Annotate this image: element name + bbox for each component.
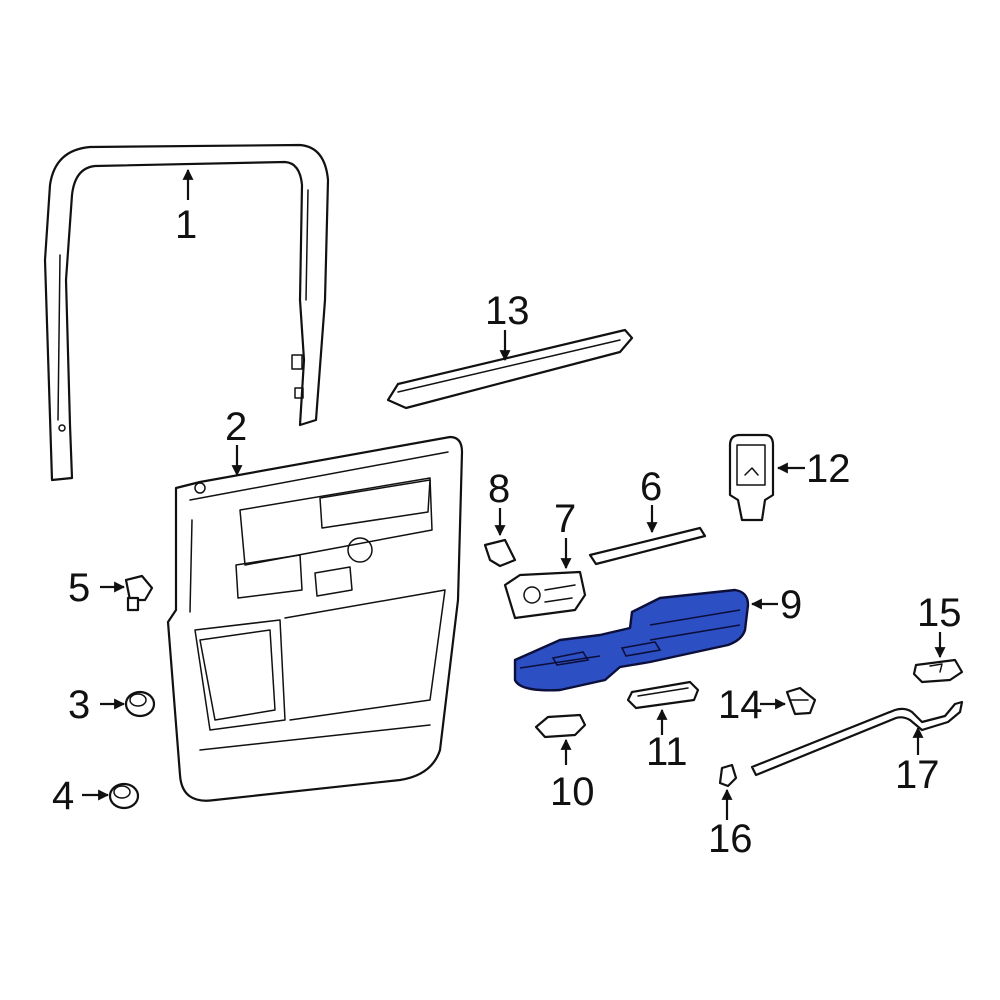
part-5-screw[interactable] (124, 574, 154, 612)
part-16-clip[interactable] (718, 763, 738, 788)
part-7-handle-bezel[interactable] (503, 570, 587, 620)
part-2-door-trim-panel[interactable] (166, 435, 464, 802)
part-8-cap[interactable] (483, 538, 517, 568)
callout-13: 13 (485, 289, 530, 333)
callout-4: 4 (52, 774, 74, 818)
part-1-door-frame-seal[interactable] (43, 143, 330, 482)
part-4-push-pin[interactable] (108, 782, 140, 810)
callout-15: 15 (917, 591, 962, 635)
callout-7: 7 (554, 497, 576, 541)
part-17-rod[interactable] (750, 700, 964, 777)
callout-3: 3 (68, 683, 90, 727)
part-11-bezel[interactable] (626, 680, 700, 710)
part-9-armrest[interactable] (513, 588, 750, 692)
part-12-window-switch[interactable] (728, 433, 775, 522)
callout-12: 12 (806, 447, 851, 491)
callout-17: 17 (895, 753, 940, 797)
callout-16: 16 (708, 817, 753, 861)
callout-2: 2 (225, 405, 247, 449)
part-13-belt-molding[interactable] (386, 328, 634, 410)
part-14-clip[interactable] (785, 686, 817, 716)
callout-6: 6 (640, 465, 662, 509)
callout-8: 8 (488, 467, 510, 511)
callout-14: 14 (718, 683, 763, 727)
callout-11: 11 (646, 730, 688, 774)
callout-10: 10 (550, 770, 595, 814)
callout-1: 1 (175, 203, 197, 247)
part-3-push-pin[interactable] (124, 690, 156, 718)
part-15-clip[interactable] (912, 658, 964, 684)
part-6-trim-strip[interactable] (588, 526, 707, 566)
callout-5: 5 (68, 566, 90, 610)
callout-9: 9 (780, 583, 802, 627)
part-10-pull-cup[interactable] (534, 713, 587, 739)
